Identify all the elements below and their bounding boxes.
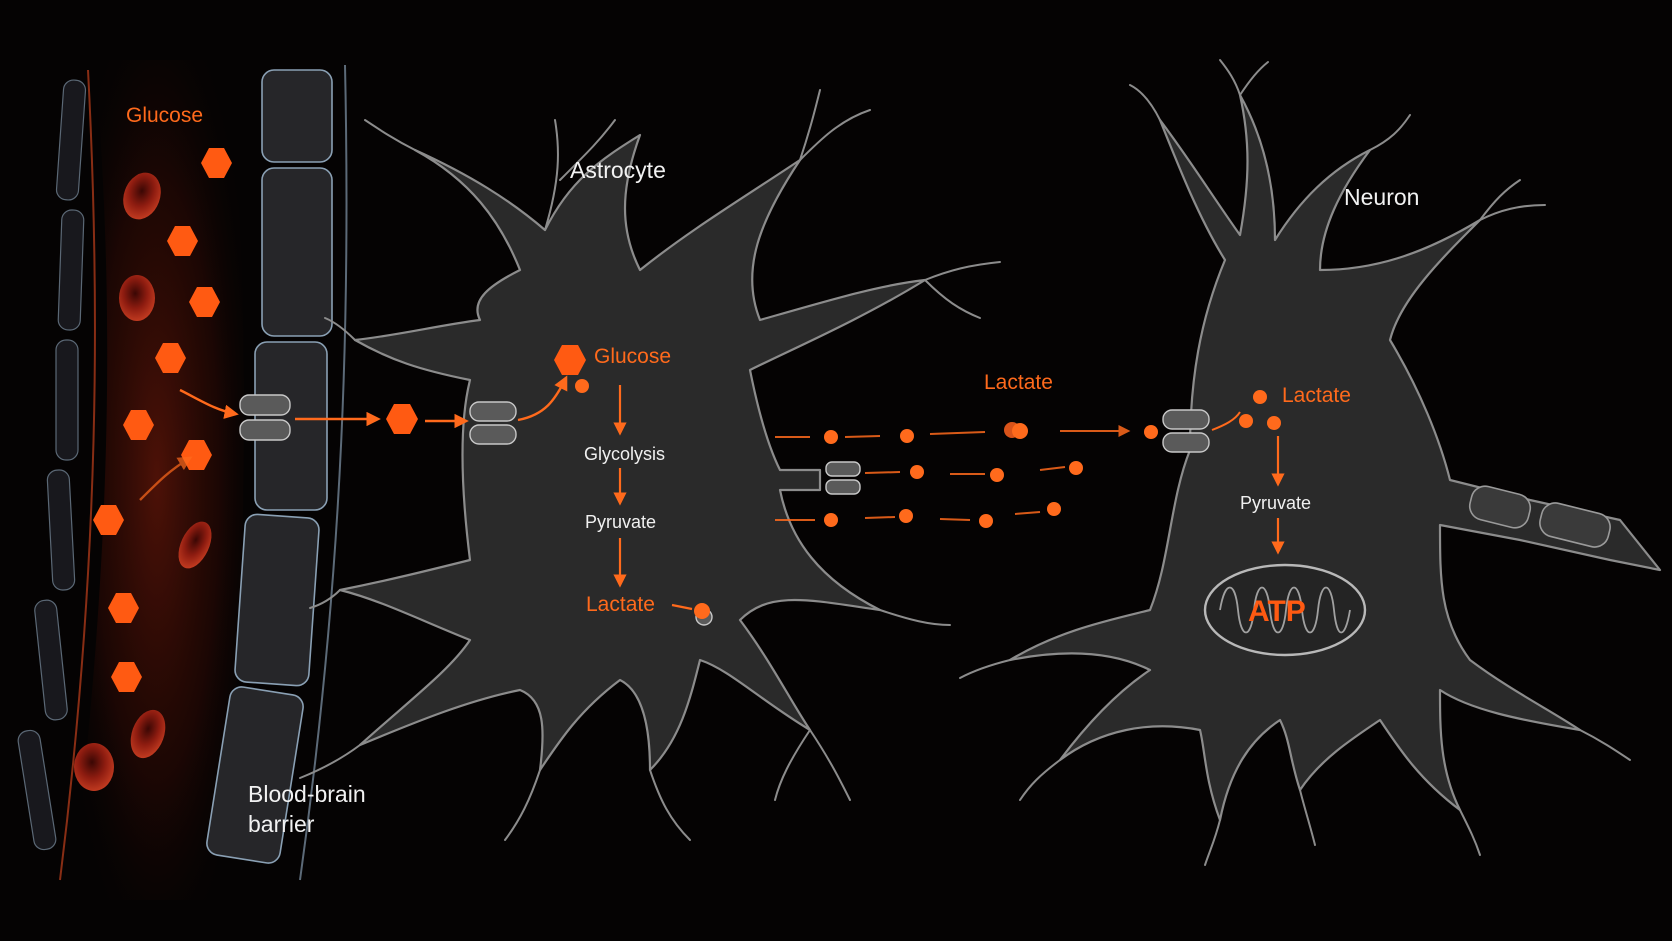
red-blood-cell (130, 709, 166, 759)
transporters (239, 394, 1210, 626)
lactate-molecule (990, 468, 1004, 482)
glucose-molecule (108, 593, 139, 623)
shuttle-lactate-label: Lactate (984, 371, 1053, 394)
neuron-pyruvate-label: Pyruvate (1240, 493, 1311, 513)
atp-label: ATP (1248, 595, 1306, 628)
lactate-molecule (900, 429, 914, 443)
lactate-molecule (979, 514, 993, 528)
neuron-lactate-label: Lactate (1282, 384, 1351, 407)
mitochondrion (1203, 563, 1367, 657)
lactate-molecule (1144, 425, 1158, 439)
astrocyte-glucose-transporter (469, 401, 517, 445)
lactate-molecule (1012, 423, 1028, 439)
astrocyte-cell (299, 89, 1001, 841)
glucose-molecule (111, 662, 142, 692)
red-blood-cell (74, 743, 114, 791)
barrier-endothelium (206, 64, 348, 881)
astrocyte-glucose-label: Glucose (594, 345, 671, 368)
lactate-molecule (1069, 461, 1083, 475)
lactate-molecule (899, 509, 913, 523)
lactate-molecule (824, 430, 838, 444)
axon (1468, 485, 1611, 548)
glucose-molecule (201, 148, 232, 178)
phosphate-dot (575, 379, 589, 393)
red-blood-cell (178, 521, 212, 569)
astrocyte-glucose-molecule (554, 345, 586, 375)
astrocyte-pyruvate-label: Pyruvate (585, 512, 656, 532)
barrier-label-line1: Blood-brain (248, 781, 366, 807)
lactate-shuttle (775, 422, 1158, 528)
labels: Glucose Astrocyte Neuron Glucose Glycoly… (126, 104, 1419, 837)
glucose-molecule (167, 226, 198, 256)
neuron-label: Neuron (1344, 184, 1419, 210)
blood-vessel (17, 60, 244, 900)
vessel-glucose-label: Glucose (126, 104, 203, 127)
glycolysis-label: Glycolysis (584, 444, 665, 464)
neuron-lactate-transporter (1162, 409, 1210, 453)
red-blood-cell (123, 172, 161, 220)
glucose-molecule-transit (386, 404, 418, 434)
glucose-molecule (155, 343, 186, 373)
lactate-molecule (694, 603, 710, 619)
astrocyte-pathway-arrows (613, 385, 693, 611)
glucose-molecule (189, 287, 220, 317)
lactate-molecule (910, 465, 924, 479)
glucose-molecule (93, 505, 124, 535)
astrocyte-label: Astrocyte (570, 157, 666, 183)
lactate-molecule (824, 513, 838, 527)
lactate-molecule (1267, 416, 1281, 430)
neuron-cell (959, 59, 1662, 866)
red-blood-cells (74, 172, 212, 791)
barrier-transporter (239, 394, 291, 441)
neuron-pathway (1211, 390, 1285, 555)
barrier-label-line2: barrier (248, 811, 315, 837)
glucose-transport (139, 375, 568, 501)
astrocyte-lactate-transporter (825, 461, 861, 495)
vessel-glucose-molecules (93, 148, 232, 692)
red-blood-cell (119, 275, 155, 321)
lactate-molecule (1047, 502, 1061, 516)
lactate-molecule (1253, 390, 1267, 404)
lactate-molecule (1239, 414, 1253, 428)
glucose-molecule (123, 410, 154, 440)
astrocyte-lactate-label: Lactate (586, 593, 655, 616)
